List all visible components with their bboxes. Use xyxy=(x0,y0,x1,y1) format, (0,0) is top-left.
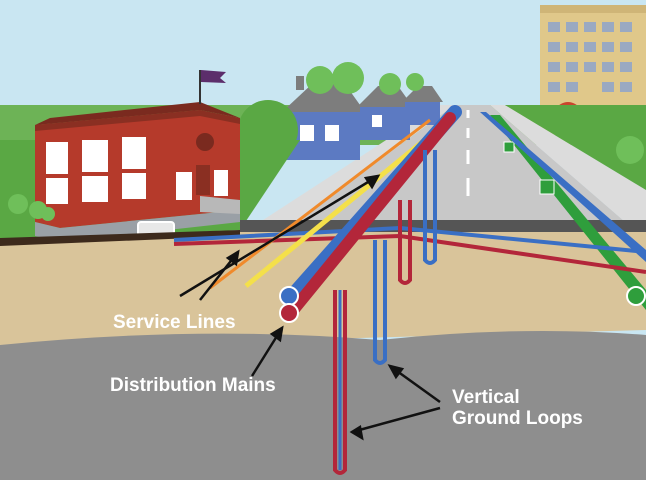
bushes xyxy=(8,194,55,221)
vertical-ground-loops-label-line1: Vertical xyxy=(452,387,520,408)
bedrock-layer xyxy=(0,331,646,480)
vertical-ground-loops-label-line2: Ground Loops xyxy=(452,408,583,429)
arrow-icon xyxy=(179,174,441,441)
red-main-end xyxy=(279,303,299,323)
blue-right-main xyxy=(480,112,646,262)
service-lines-label: Service Lines xyxy=(113,312,236,333)
green-main-end xyxy=(626,286,646,306)
gray-main xyxy=(240,220,646,232)
vertical-ground-loops xyxy=(333,150,437,475)
blue-main-end xyxy=(279,286,299,306)
green-manholes xyxy=(503,141,555,195)
green-main xyxy=(490,115,646,310)
right-sidewalk xyxy=(490,105,646,240)
right-lawn xyxy=(505,105,646,190)
flag-icon xyxy=(201,70,226,83)
soil-layer xyxy=(0,232,646,348)
lawn-edge xyxy=(0,230,240,246)
distribution-mains-label: Distribution Mains xyxy=(110,375,276,396)
